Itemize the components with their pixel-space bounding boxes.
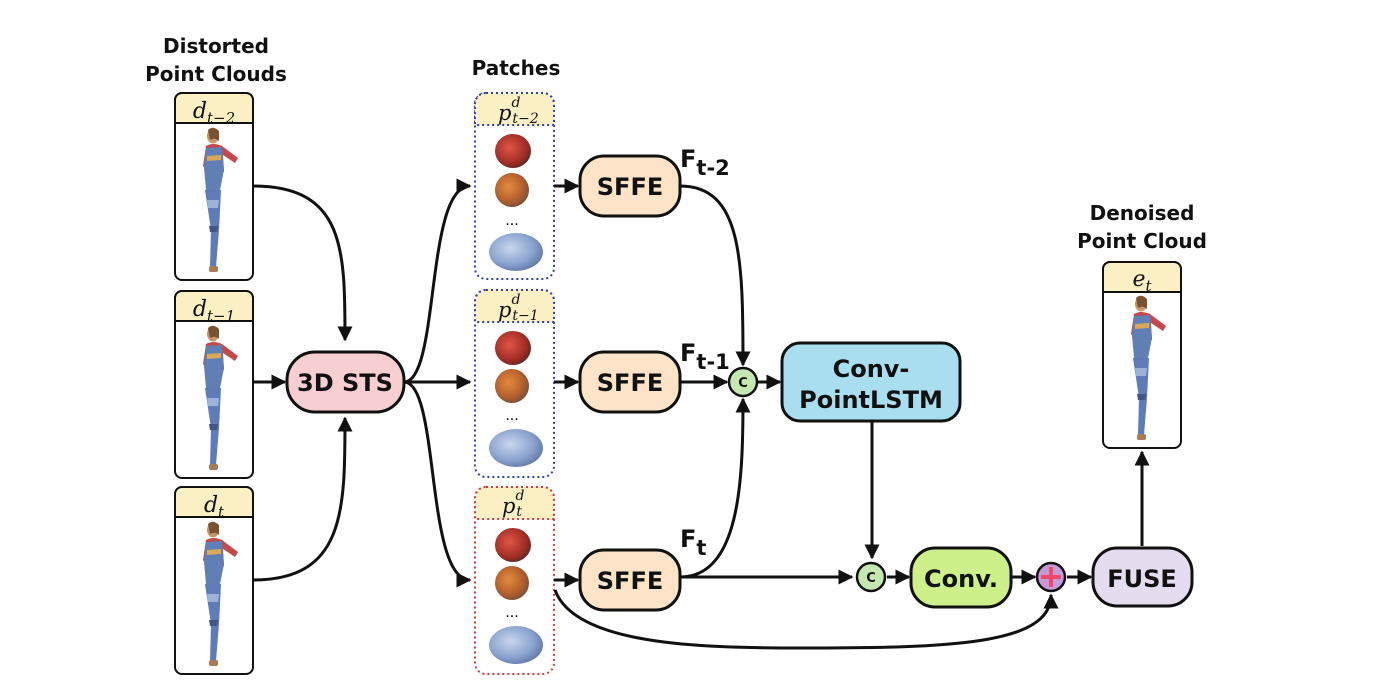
sffe-label: SFFE xyxy=(597,173,663,201)
sffe-node: SFFE xyxy=(578,154,682,218)
frame-label: dt−1 xyxy=(193,297,235,325)
patch-sample xyxy=(495,331,531,365)
input-frame: dt−2 xyxy=(174,92,254,281)
fuse-label: FUSE xyxy=(1107,565,1177,593)
connectors xyxy=(252,178,1150,650)
patch-sample xyxy=(495,173,529,207)
output-heading-line1: Denoised xyxy=(1090,201,1195,225)
conv-label: Conv. xyxy=(924,565,998,593)
patch-header xyxy=(474,92,555,126)
inputs-heading-line1: Distorted xyxy=(163,34,269,58)
patch-sample xyxy=(495,369,529,403)
sffe-label: SFFE xyxy=(597,369,663,397)
feature-label: Ft xyxy=(680,525,706,560)
feature-label: Ft-2 xyxy=(680,145,730,180)
conv-pointlstm-node: Conv- PointLSTM xyxy=(780,341,962,423)
patches-heading: Patches xyxy=(472,56,561,80)
patch-sample xyxy=(495,566,529,600)
arrow-dt2-to-sts xyxy=(252,184,353,342)
output-frame: et xyxy=(1102,261,1182,449)
patch-sample xyxy=(489,233,543,271)
plus-icon xyxy=(1041,567,1061,587)
arrow-ft-to-concat xyxy=(679,397,751,579)
patch-sample xyxy=(489,429,543,467)
frame-header xyxy=(1102,261,1182,293)
output-label: et xyxy=(1132,267,1152,295)
concat-label: C xyxy=(866,571,876,586)
inputs-heading-line2: Point Clouds xyxy=(145,62,287,86)
arrow-sts-to-patches-t2 xyxy=(403,178,472,384)
lstm-label-line2: PointLSTM xyxy=(799,386,943,414)
frame-label: dt−2 xyxy=(193,99,235,127)
lstm-label-line1: Conv- xyxy=(833,355,910,383)
sts-label: 3D STS xyxy=(297,369,393,397)
patch-ellipsis: ... xyxy=(505,605,518,621)
input-frame: dt−1 xyxy=(174,290,254,479)
add-operator xyxy=(1035,561,1067,593)
patch-header xyxy=(474,486,555,520)
concat-label: C xyxy=(738,376,748,391)
frame-label: dt xyxy=(204,493,225,521)
sffe-node: SFFE xyxy=(578,350,682,414)
fuse-node: FUSE xyxy=(1091,546,1194,608)
arrow-skip-to-add xyxy=(553,589,1059,650)
output-heading-line2: Point Cloud xyxy=(1077,229,1207,253)
sts-node: 3D STS xyxy=(285,350,406,414)
arrow-sts-to-patches-t xyxy=(403,380,472,588)
patch-header xyxy=(474,289,555,323)
frame-header xyxy=(174,290,254,322)
feature-label: Ft-1 xyxy=(680,339,730,374)
input-frame: dt xyxy=(174,486,254,675)
patch-sample xyxy=(495,528,531,562)
patch-sample xyxy=(489,626,543,664)
patch-ellipsis: ... xyxy=(505,213,518,229)
frame-header xyxy=(174,486,254,518)
patch-ellipsis: ... xyxy=(505,408,518,424)
arrow-ft2-to-concat xyxy=(679,184,751,367)
concat-operator: C xyxy=(855,561,887,593)
concat-operator: C xyxy=(727,366,759,398)
patch-sample xyxy=(495,134,531,168)
conv-node: Conv. xyxy=(909,546,1013,609)
sffe-node: SFFE xyxy=(578,548,682,612)
arrow-dt-to-sts xyxy=(252,416,353,582)
sffe-label: SFFE xyxy=(597,567,663,595)
frame-header xyxy=(174,92,254,124)
